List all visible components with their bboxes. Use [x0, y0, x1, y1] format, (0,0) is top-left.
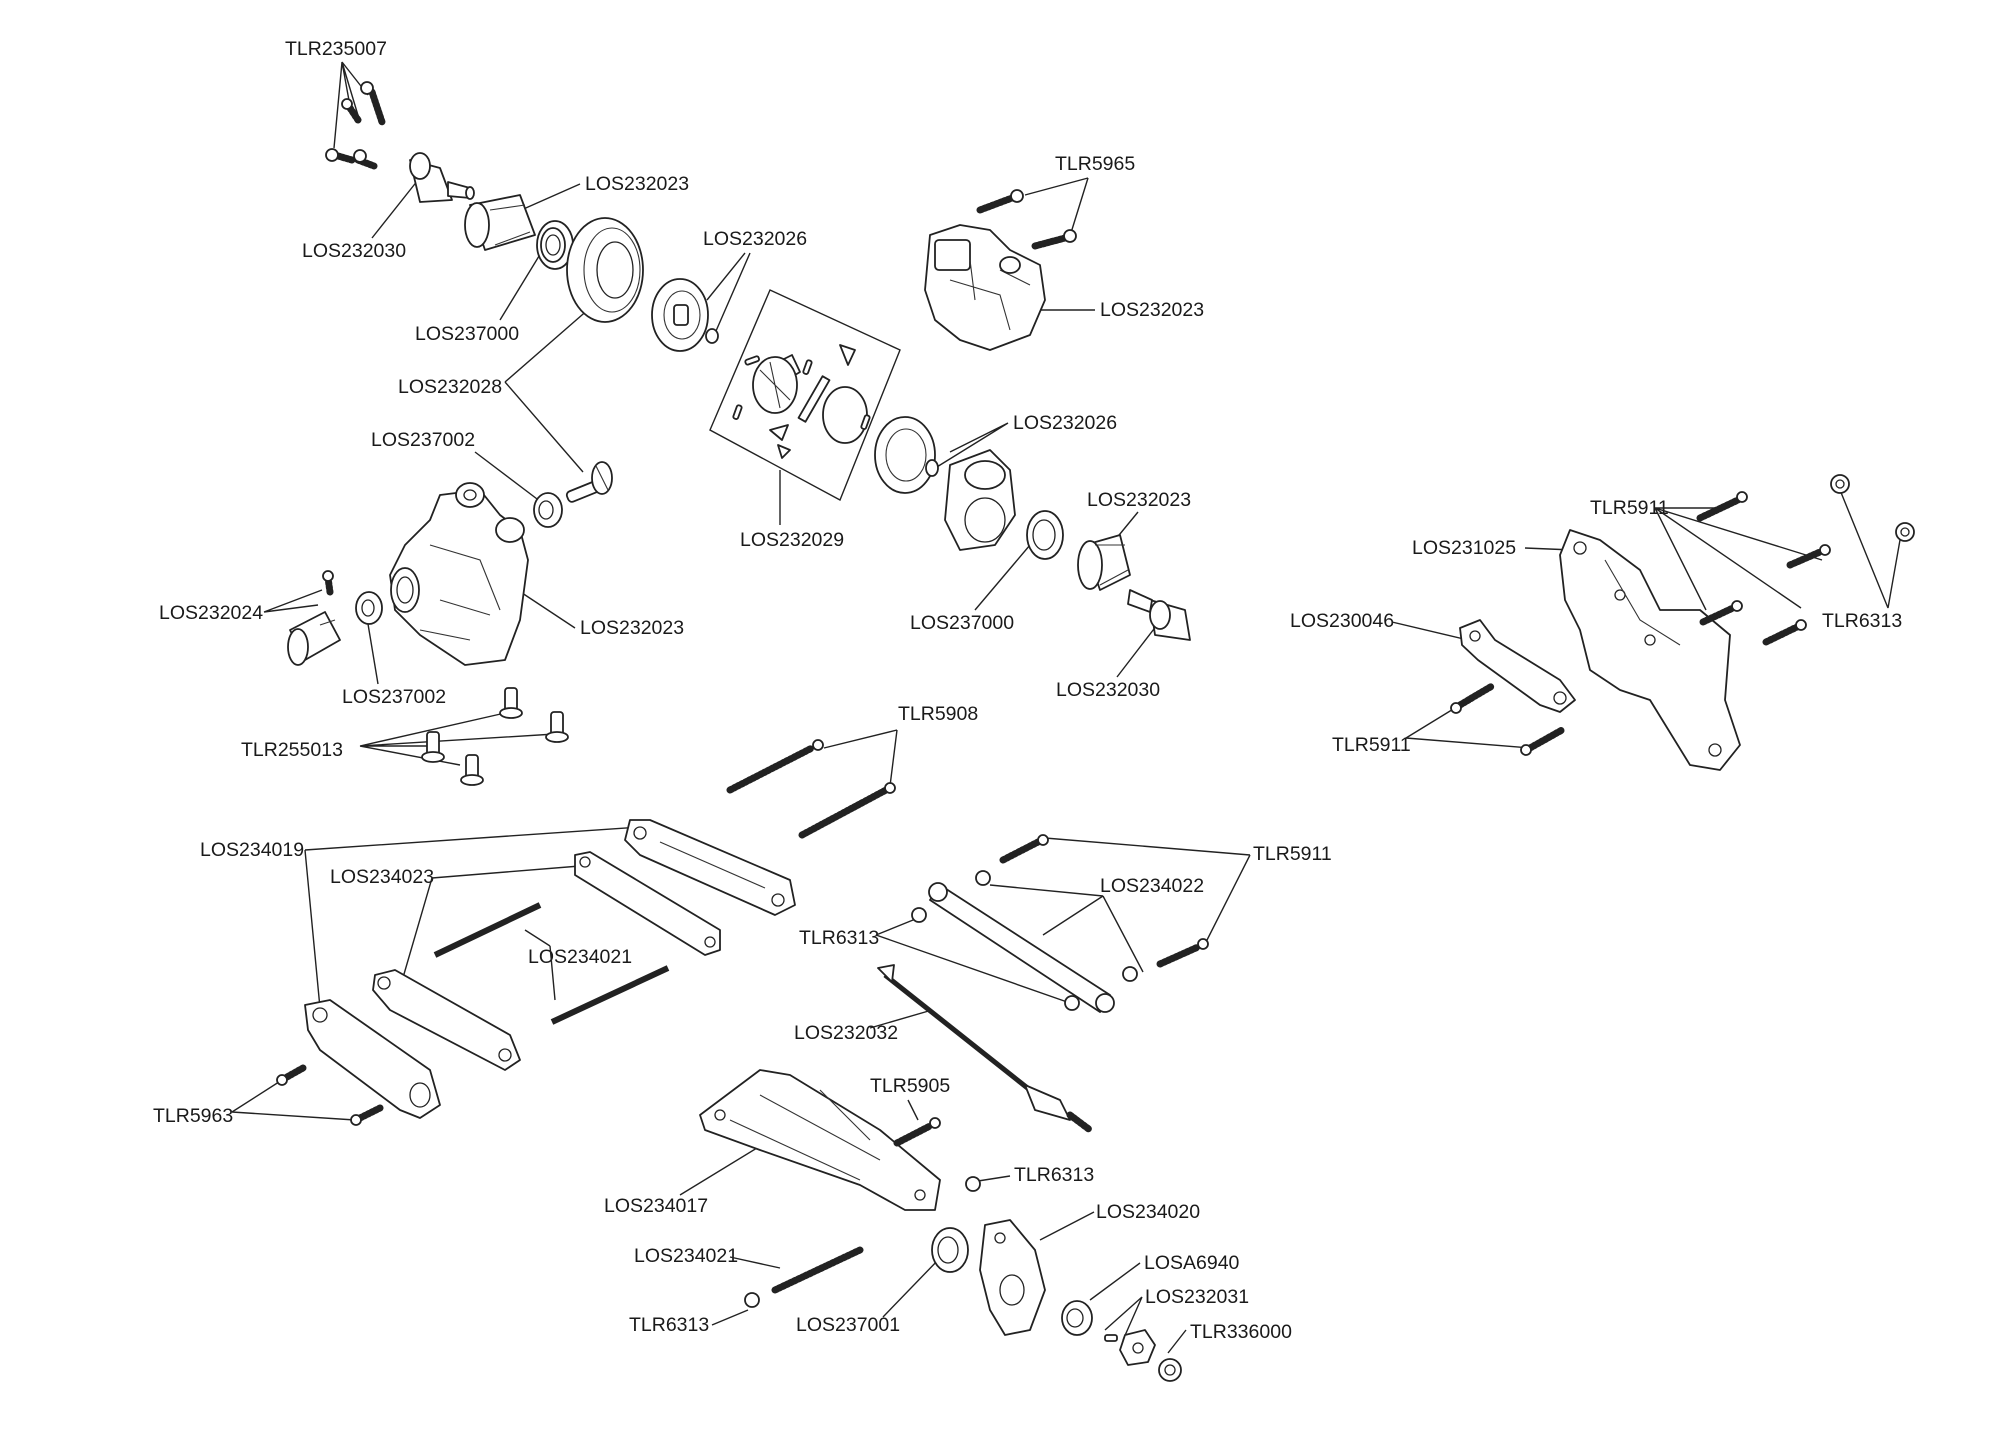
gearbox-case-los232023-left [389, 482, 529, 666]
pin-los234021-upper [433, 902, 670, 1025]
nut-tlr6313-right [1830, 474, 1915, 542]
gearbox-case-los232023-right [924, 224, 1046, 351]
outdrive-los232024 [287, 570, 341, 666]
label-los232023-left-case: LOS232023 [580, 617, 684, 639]
label-tlr235007: TLR235007 [285, 38, 387, 60]
hub-carrier-left [304, 999, 441, 1119]
label-los232030-mid: LOS232030 [1056, 679, 1160, 701]
label-los231025: LOS231025 [1412, 537, 1516, 559]
bearing-losa6940 [1061, 1300, 1093, 1336]
diff-cup-los232023-mid [1077, 534, 1131, 591]
label-tlr5911-lower: TLR5911 [1332, 734, 1411, 756]
camber-plate-left [372, 969, 521, 1071]
outdrive-los232030-top [409, 152, 475, 203]
label-losa6940: LOSA6940 [1144, 1252, 1240, 1274]
label-los232029: LOS232029 [740, 529, 844, 551]
label-los237000-mid: LOS237000 [910, 612, 1014, 634]
label-los232031: LOS232031 [1145, 1286, 1249, 1308]
label-tlr336000: TLR336000 [1190, 1321, 1292, 1343]
pin-los234021-lower [771, 1246, 864, 1294]
part-drawings [276, 81, 1915, 1382]
label-los234017: LOS234017 [604, 1195, 708, 1217]
label-los232030-top: LOS232030 [302, 240, 406, 262]
screw-tlr255013 [421, 687, 569, 786]
label-los234020: LOS234020 [1096, 1201, 1200, 1223]
label-los234021-lower: LOS234021 [634, 1245, 738, 1267]
screw-tlr5911-lower [1450, 682, 1566, 756]
bearing-los237001 [931, 1227, 969, 1273]
lower-arm-los234017 [699, 1069, 941, 1211]
plate-los234023 [574, 851, 721, 956]
label-los234022: LOS234022 [1100, 875, 1204, 897]
label-tlr6313-lower: TLR6313 [1014, 1164, 1094, 1186]
label-los232023-right-case: LOS232023 [1100, 299, 1204, 321]
label-los232024: LOS232024 [159, 602, 263, 624]
label-los232026-mid: LOS232026 [1013, 412, 1117, 434]
camber-block-los234019 [624, 819, 796, 916]
screw-tlr5965 [976, 189, 1077, 250]
bearing-los237000-mid [1026, 510, 1064, 560]
gasket-los232026-top [651, 278, 719, 352]
label-los232023-top: LOS232023 [585, 173, 689, 195]
shock-tower-los231025 [1559, 529, 1741, 771]
label-los232026-top: LOS232026 [703, 228, 807, 250]
label-los234023: LOS234023 [330, 866, 434, 888]
leader-lines [231, 61, 1901, 1354]
label-tlr5911-upper: TLR5911 [1590, 497, 1669, 519]
label-los234019: LOS234019 [200, 839, 304, 861]
driveshaft-los232032 [877, 964, 1094, 1134]
label-tlr5908: TLR5908 [898, 703, 978, 725]
hex-los232031 [1104, 1329, 1156, 1366]
diff-case [944, 449, 1016, 551]
bearing-los237002-bottom [355, 591, 383, 625]
label-los232028: LOS232028 [398, 376, 502, 398]
label-los230046: LOS230046 [1290, 610, 1394, 632]
screw-tlr235007 [325, 81, 386, 170]
toe-link-los234022 [928, 870, 1138, 1013]
outdrive-los232030-mid [1127, 589, 1191, 641]
ring-gear [566, 217, 644, 323]
label-los237000-top: LOS237000 [415, 323, 519, 345]
label-los237001: LOS237001 [796, 1314, 900, 1336]
label-tlr6313-right: TLR6313 [1822, 610, 1902, 632]
label-tlr5965: TLR5965 [1055, 153, 1135, 175]
screw-tlr5911-mid [999, 834, 1209, 968]
pinion-los232028 [565, 461, 613, 503]
label-los237002-bottom: LOS237002 [342, 686, 446, 708]
nut-tlr6313-mid [911, 907, 1080, 1011]
part-labels: TLR235007 LOS232030 LOS232023 LOS237000 … [153, 38, 1902, 1343]
label-tlr5905: TLR5905 [870, 1075, 950, 1097]
diff-internals-los232029 [732, 344, 871, 459]
nut-tlr336000 [1158, 1358, 1182, 1382]
hub-los234020 [979, 1219, 1046, 1336]
label-los232023-cup: LOS232023 [1087, 489, 1191, 511]
screw-tlr5963 [276, 1064, 384, 1126]
screw-tlr5911-upper [1696, 491, 1831, 646]
nut-tlr6313-lower [965, 1176, 981, 1192]
label-tlr5963: TLR5963 [153, 1105, 233, 1127]
label-los237002-top: LOS237002 [371, 429, 475, 451]
mount-los230046 [1459, 619, 1576, 713]
gasket-los232026-mid [874, 416, 939, 494]
label-tlr5911-mid: TLR5911 [1253, 843, 1332, 865]
screw-tlr5905 [893, 1117, 941, 1147]
hingepin-tlr5908 [726, 739, 896, 839]
bearing-los237002-top [533, 492, 563, 528]
label-tlr6313-bottom: TLR6313 [629, 1314, 709, 1336]
label-los232032: LOS232032 [794, 1022, 898, 1044]
label-tlr255013: TLR255013 [241, 739, 343, 761]
diff-cup-los232023-top [464, 194, 536, 251]
bearing-los237000-top [536, 220, 574, 270]
nut-tlr6313-bottom [744, 1292, 760, 1308]
label-tlr6313-mid: TLR6313 [799, 927, 879, 949]
label-los234021-upper: LOS234021 [528, 946, 632, 968]
